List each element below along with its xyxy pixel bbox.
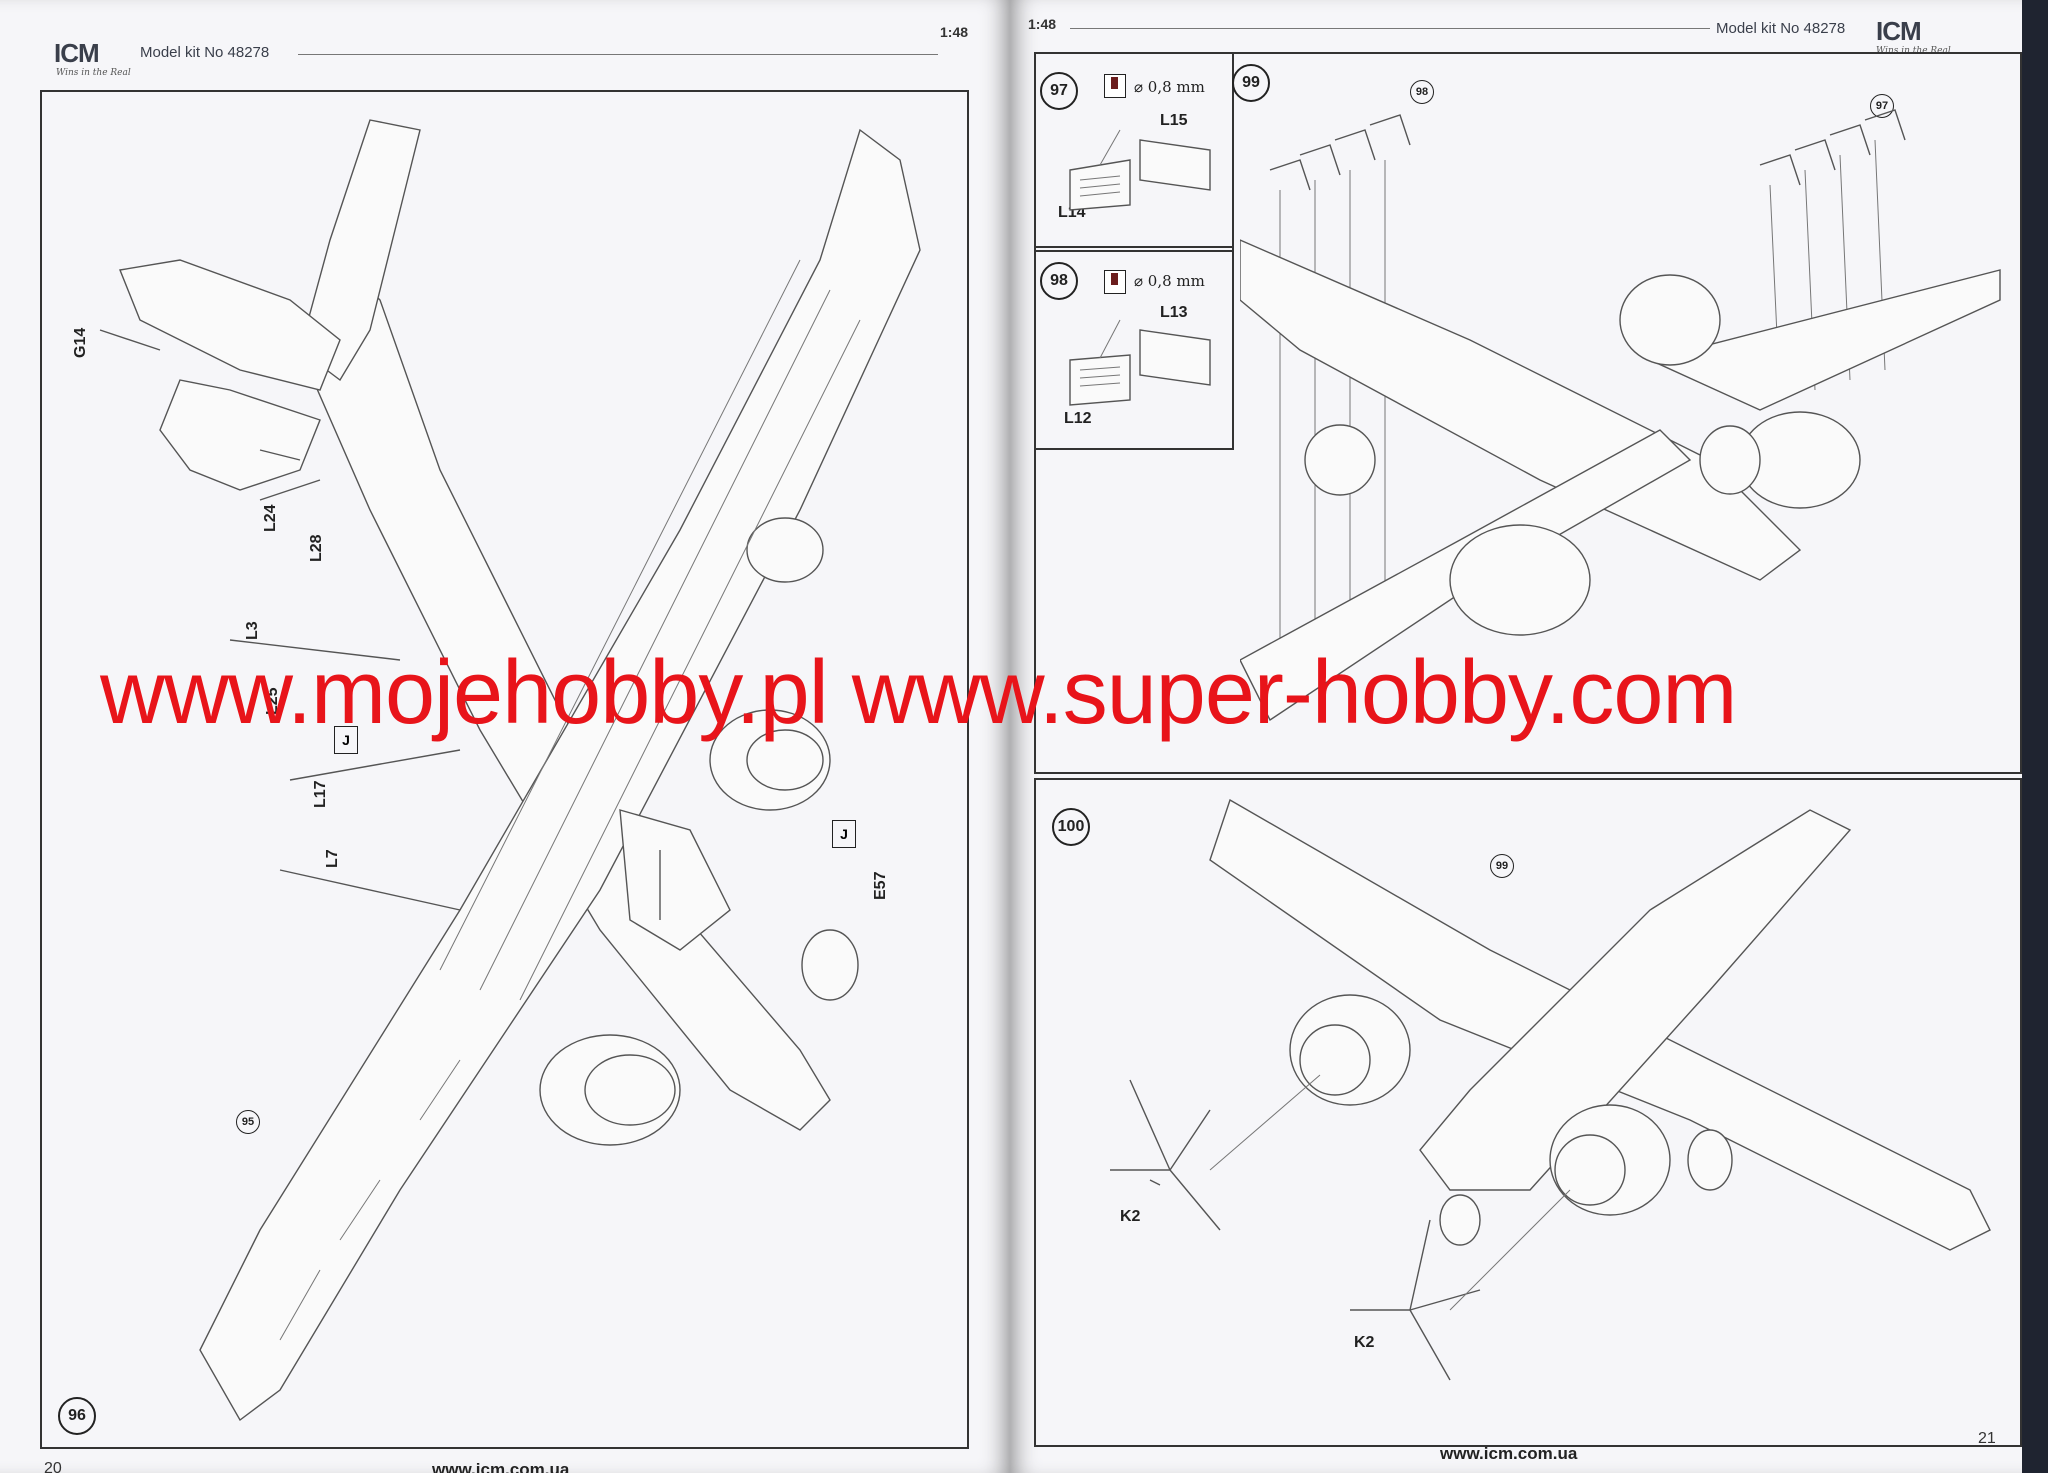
right-page-number: 21 [1978, 1430, 1996, 1447]
part-l12: L12 [1064, 410, 1092, 427]
step-97-drawing [1069, 129, 1211, 211]
header-rule [298, 54, 938, 55]
part-k2-a: K2 [1120, 1208, 1141, 1225]
page-edge [2022, 0, 2048, 1473]
step-98-badge: 98 [1040, 262, 1078, 300]
kit-number: Model kit No 48278 [140, 44, 270, 61]
drill-icon-97 [1104, 74, 1126, 98]
logo-tagline-right: Wins in the Real [1876, 46, 1951, 56]
part-e57: E57 [872, 871, 889, 900]
left-page: ICM Wins in the Real Model kit No 48278 … [0, 0, 1010, 1473]
scale-label: 1:48 [940, 24, 969, 40]
icm-logo: ICM [54, 38, 100, 68]
ref-step-98: 98 [1410, 80, 1434, 104]
step-98-drawing [1069, 319, 1211, 406]
logo-tagline: Wins in the Real [56, 68, 131, 78]
part-g14: G14 [72, 327, 89, 358]
step-99-frame [1034, 52, 2022, 774]
left-instruction-frame [40, 90, 969, 1449]
step-96-badge: 96 [58, 1397, 96, 1435]
drill-icon-98 [1104, 270, 1126, 294]
kit-number-right: Model kit No 48278 [1716, 20, 1846, 37]
part-k2-b: K2 [1354, 1334, 1375, 1351]
aircraft-assembly-drawing [99, 119, 921, 1422]
option-marker-j: J [334, 726, 358, 754]
ref-step-95: 95 [236, 1110, 260, 1134]
part-l3: L3 [244, 621, 261, 640]
step-97-badge: 97 [1040, 72, 1078, 110]
step-100-badge: 100 [1052, 808, 1090, 846]
part-l13: L13 [1160, 304, 1188, 321]
header-rule-right [1070, 28, 1710, 29]
right-page: 1:48 Model kit No 48278 ICM Wins in the … [1010, 0, 2048, 1473]
part-l24: L24 [262, 504, 279, 532]
step-100-frame [1034, 778, 2022, 1447]
drill-size-98: ⌀ 0,8 mm [1134, 272, 1205, 290]
right-footer-url: www.icm.com.ua [1440, 1444, 1578, 1463]
left-footer-url: www.icm.com.ua [432, 1460, 570, 1473]
option-marker-j-2: J [832, 820, 856, 848]
part-l28: L28 [308, 534, 325, 562]
icm-logo-right: ICM [1876, 16, 1922, 46]
ref-step-97: 97 [1870, 94, 1894, 118]
part-l17: L17 [312, 780, 329, 808]
aircraft-underside-drawing [1240, 109, 2001, 722]
step-99-badge: 99 [1232, 64, 1270, 102]
drill-size-97: ⌀ 0,8 mm [1134, 78, 1205, 96]
part-l7: L7 [324, 849, 341, 868]
scale-label-right: 1:48 [1028, 16, 1057, 32]
watermark-text: www.mojehobby.pl www.super-hobby.com [100, 643, 1737, 743]
aircraft-propeller-drawing [1110, 798, 1991, 1381]
left-page-number: 20 [44, 1460, 62, 1473]
ref-step-99: 99 [1490, 854, 1514, 878]
part-l15: L15 [1160, 112, 1188, 129]
